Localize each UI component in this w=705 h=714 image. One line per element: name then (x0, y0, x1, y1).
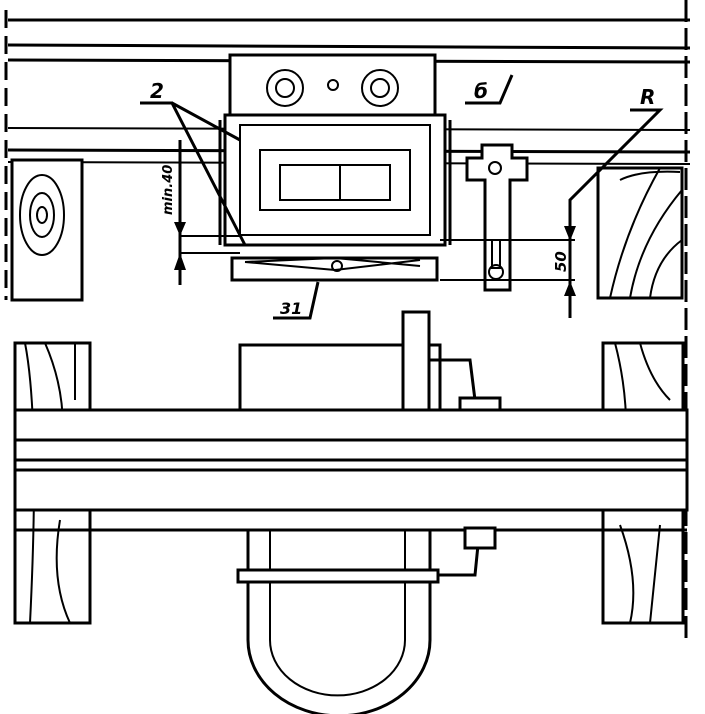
device-housing (218, 53, 452, 282)
part-label-2: 2 (150, 79, 164, 103)
dim-min40-label: min.40 (161, 165, 176, 215)
wooden-sleeper-right-top (596, 166, 684, 300)
adjuster-bracket (440, 143, 575, 292)
part-label-6: б (474, 79, 488, 103)
dimension-min40: min.40 (161, 140, 240, 285)
dim-50-label: 50 (552, 251, 570, 272)
leader-lines (140, 74, 664, 320)
dimension-50: 50 (552, 205, 576, 318)
part-label-31: 31 (280, 299, 302, 318)
part-label-R: R (640, 85, 655, 109)
rail-plan-view (13, 310, 689, 714)
wooden-sleeper-left-top (10, 158, 84, 302)
